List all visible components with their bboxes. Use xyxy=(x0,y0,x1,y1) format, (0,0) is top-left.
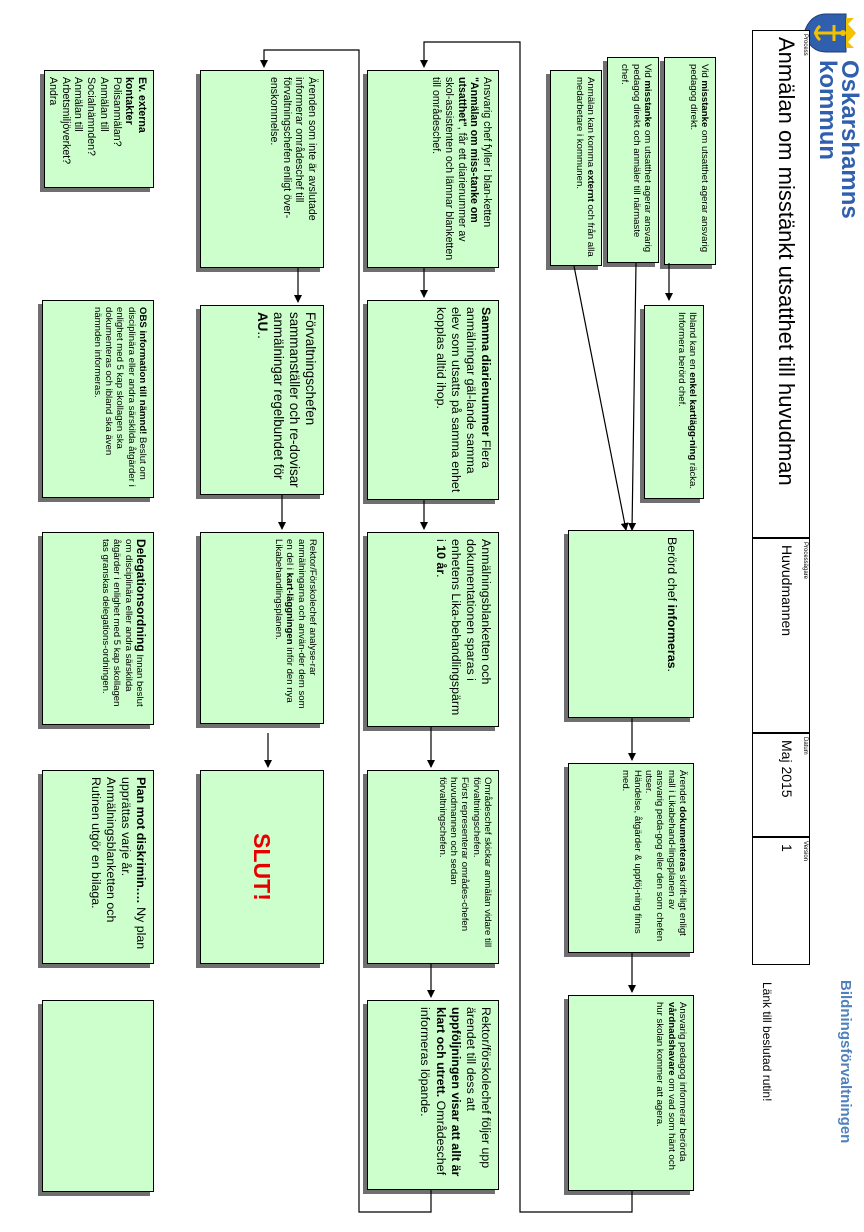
arrow-b12-to-b13 xyxy=(260,49,432,1213)
arrow-b2-to-b5 xyxy=(628,262,637,531)
arrow-b3-to-b5 xyxy=(573,265,629,531)
arrow-b7-to-b8 xyxy=(420,41,633,1213)
